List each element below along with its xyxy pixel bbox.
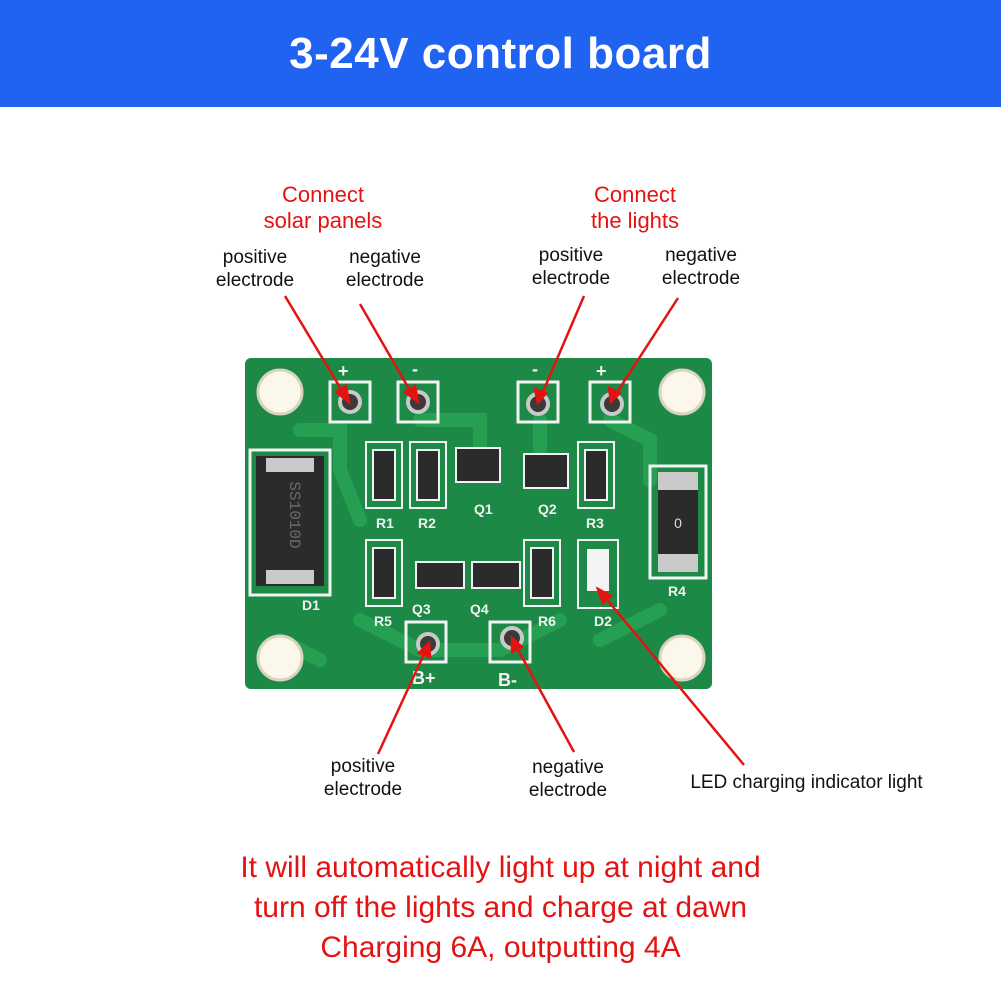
battery-label: B- <box>498 670 517 690</box>
pcb-body <box>245 358 712 689</box>
battery-silk-labels: B+ B- <box>412 668 517 690</box>
header-banner: 3-24V control board <box>0 0 1001 107</box>
feature-line2: turn off the lights and charge at dawn <box>253 891 748 924</box>
page-title: 3-24V control board <box>289 28 712 78</box>
label-line: electrode <box>345 269 425 291</box>
mounting-holes <box>256 368 706 682</box>
light-negative-label: negative electrode <box>646 245 756 291</box>
label-line: electrode <box>531 267 611 289</box>
component-label: Q1 <box>474 501 493 517</box>
component-label: R5 <box>374 613 392 629</box>
lights-heading-line2: the lights <box>590 208 680 234</box>
component-label: Q4 <box>470 601 489 617</box>
diode-marking: SS1010D <box>285 481 303 548</box>
battery-positive-label: positive electrode <box>308 756 418 802</box>
top-terminal-pads <box>328 380 632 424</box>
pad-silk-labels: + - - + <box>338 359 607 381</box>
feature-line3: Charging 6A, outputting 4A <box>320 931 681 964</box>
resistor-r4: 0 <box>648 464 708 580</box>
solar-panels-heading: Connect solar panels <box>243 182 403 235</box>
feature-description: It will automatically light up at night … <box>0 848 1001 968</box>
label-line: negative <box>532 757 604 778</box>
pad-label: + <box>596 361 607 381</box>
component-silk-labels: R1 R2 Q1 Q2 R3 R4 D1 R5 Q3 Q4 R6 D2 <box>302 501 686 629</box>
solar-positive-label: positive electrode <box>200 247 310 293</box>
label-line: positive <box>222 247 288 268</box>
solar-negative-label: negative electrode <box>330 247 440 293</box>
pointer-arrows <box>283 295 745 766</box>
lights-heading: Connect the lights <box>560 182 710 235</box>
component-label: R2 <box>418 515 436 531</box>
lights-heading-line1: Connect <box>594 182 676 207</box>
led-indicator-label: LED charging indicator light <box>690 772 923 793</box>
solar-heading-line2: solar panels <box>263 208 383 234</box>
component-label: R3 <box>586 515 604 531</box>
label-line: electrode <box>323 778 403 800</box>
label-line: electrode <box>661 267 741 289</box>
pad-label: - <box>532 359 538 379</box>
label-line: negative <box>349 247 421 268</box>
label-line: electrode <box>215 269 295 291</box>
smd-components <box>365 441 619 609</box>
solar-heading-line1: Connect <box>282 182 364 207</box>
battery-negative-label: negative electrode <box>513 757 623 803</box>
label-line: positive <box>538 245 604 266</box>
component-label: R1 <box>376 515 394 531</box>
feature-line1: It will automatically light up at night … <box>240 851 761 884</box>
component-label: Q2 <box>538 501 557 517</box>
light-positive-label: positive electrode <box>516 245 626 291</box>
label-line: positive <box>330 756 396 777</box>
diode-d1: SS1010D <box>248 448 332 597</box>
pad-label: + <box>338 361 349 381</box>
component-label: R6 <box>538 613 556 629</box>
battery-label: B+ <box>412 668 436 688</box>
component-label: D2 <box>594 613 612 629</box>
label-line: electrode <box>528 779 608 801</box>
component-label: Q3 <box>412 601 431 617</box>
resistor-marking: 0 <box>674 515 682 531</box>
component-label: R4 <box>668 583 686 599</box>
pad-label: - <box>412 359 418 379</box>
label-line: negative <box>665 245 737 266</box>
component-label: D1 <box>302 597 320 613</box>
